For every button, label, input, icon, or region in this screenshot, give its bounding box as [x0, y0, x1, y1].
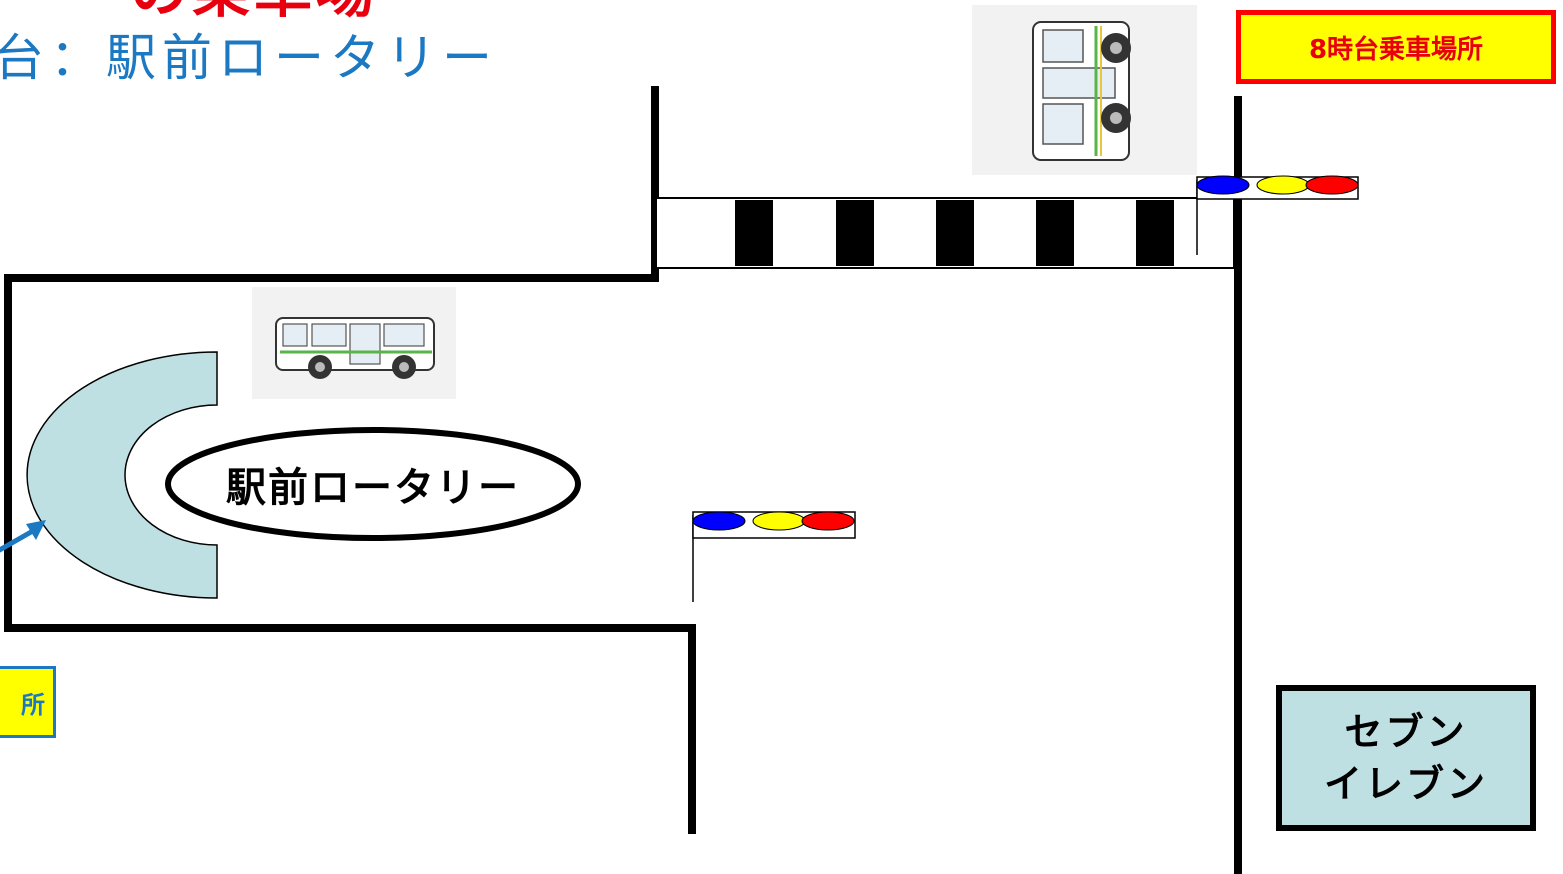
- rotary-ellipse: [165, 427, 581, 541]
- store-name-line2: イレブン: [1323, 762, 1488, 806]
- traffic-signal-icon: [692, 511, 856, 602]
- bus-icon: [972, 5, 1197, 175]
- crosswalk: [655, 197, 1235, 269]
- store-name-line1: セブン: [1344, 710, 1468, 754]
- arrow-icon: [0, 520, 46, 553]
- bus-icon: [252, 287, 456, 399]
- page-title-fragment: の乗車場: [130, 0, 378, 20]
- boarding-label-8: 8時台乗車場所: [1236, 10, 1556, 84]
- convenience-store: セブン イレブン: [1276, 685, 1536, 831]
- rotary-label: 駅前ロータリー: [226, 465, 520, 511]
- page-subtitle: 台：駅前ロータリー: [0, 29, 498, 87]
- boarding-label-left: 所: [0, 666, 56, 738]
- bus-platform: [26, 351, 218, 599]
- traffic-signal-icon: [1196, 175, 1359, 255]
